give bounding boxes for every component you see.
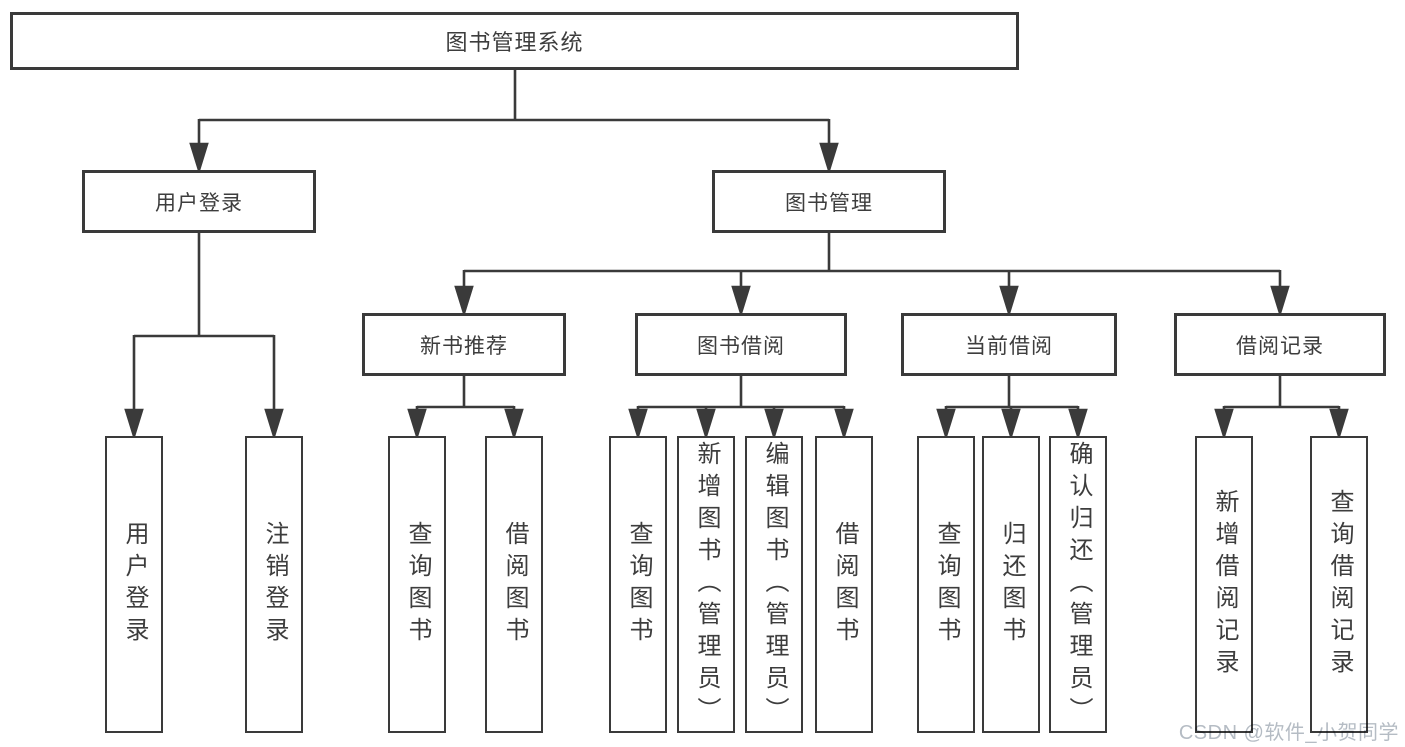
leaf-confirm-return-admin: 确认归还（管理员） (1049, 436, 1107, 733)
connector-current-borrow-to-leaves (936, 376, 1088, 441)
connector-book-borrow-to-leaves (628, 376, 854, 441)
node-library-management-system: 图书管理系统 (10, 12, 1019, 70)
leaf-edit-book-admin: 编辑图书（管理员） (745, 436, 803, 733)
leaf-add-borrow-record: 新增借阅记录 (1195, 436, 1253, 733)
connector-user-login-to-leaves (124, 233, 284, 441)
node-borrow-record: 借阅记录 (1174, 313, 1386, 376)
leaf-add-book-admin: 新增图书（管理员） (677, 436, 735, 733)
leaf-query-book-current: 查询图书 (917, 436, 975, 733)
leaf-user-login: 用户登录 (105, 436, 163, 733)
leaf-query-book-recommend: 查询图书 (388, 436, 446, 733)
csdn-watermark: CSDN @软件_小贺同学 (1178, 722, 1399, 744)
leaf-borrow-book-recommend: 借阅图书 (485, 436, 543, 733)
node-book-management: 图书管理 (712, 170, 946, 233)
connector-root-to-level2 (189, 70, 839, 175)
node-current-borrow: 当前借阅 (901, 313, 1117, 376)
leaf-return-book: 归还图书 (982, 436, 1040, 733)
leaf-logout-login: 注销登录 (245, 436, 303, 733)
node-user-login: 用户登录 (82, 170, 316, 233)
connector-book-management-to-level3 (454, 233, 1290, 318)
leaf-borrow-book-borrow: 借阅图书 (815, 436, 873, 733)
leaf-query-borrow-record: 查询借阅记录 (1310, 436, 1368, 733)
connector-borrow-record-to-leaves (1214, 376, 1349, 441)
node-book-borrow: 图书借阅 (635, 313, 847, 376)
connector-new-book-recommend-to-leaves (407, 376, 524, 441)
leaf-query-book-borrow: 查询图书 (609, 436, 667, 733)
node-new-book-recommend: 新书推荐 (362, 313, 566, 376)
